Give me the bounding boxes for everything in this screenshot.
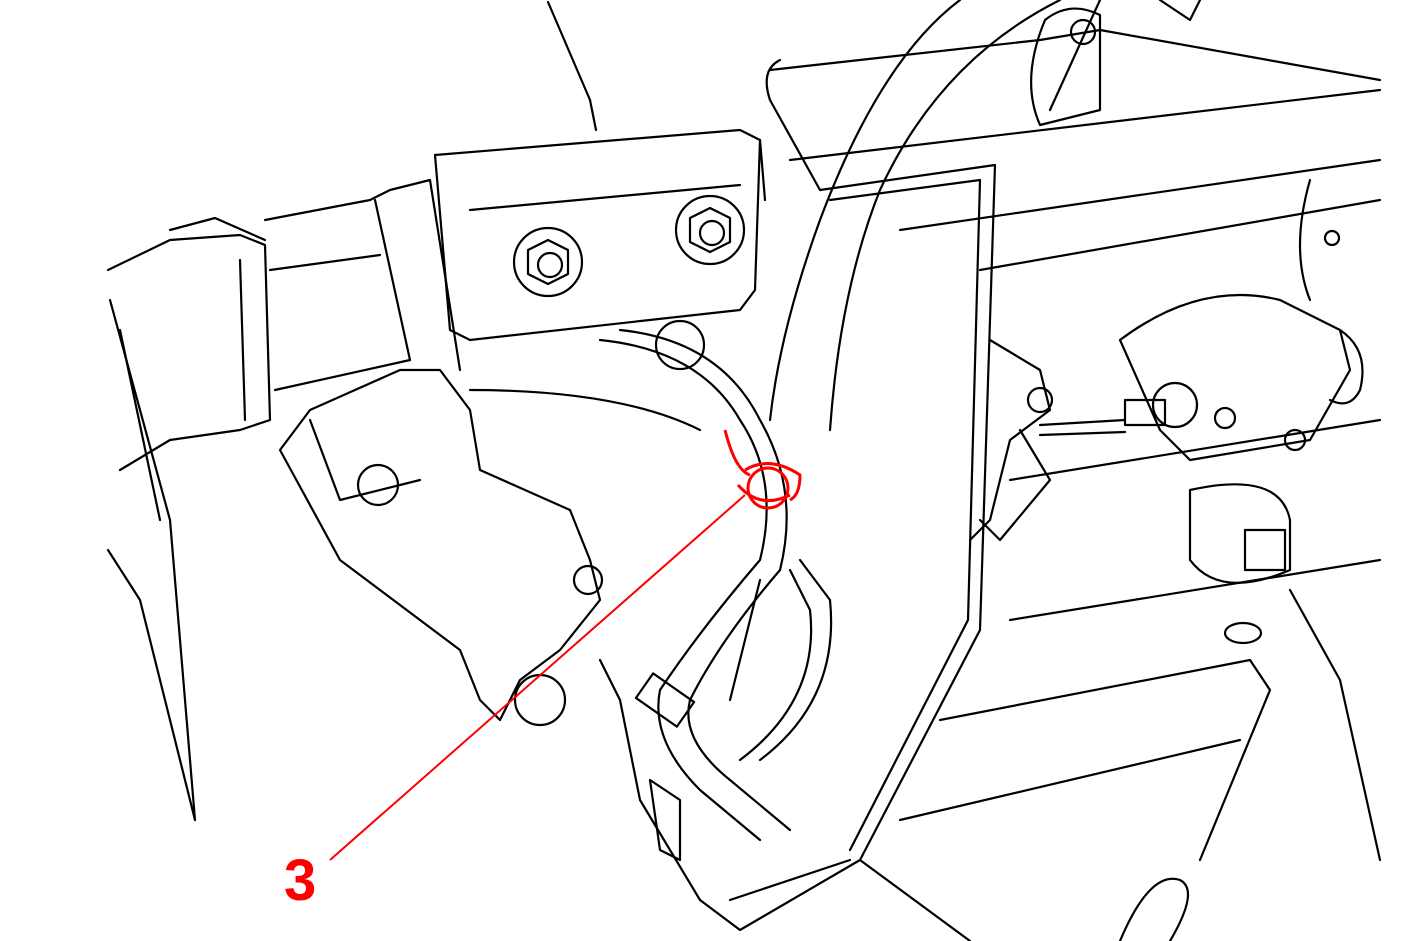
callout-highlight-ring <box>746 466 790 510</box>
callout-label: 3 <box>284 848 317 913</box>
callout-leader-line <box>329 494 746 861</box>
